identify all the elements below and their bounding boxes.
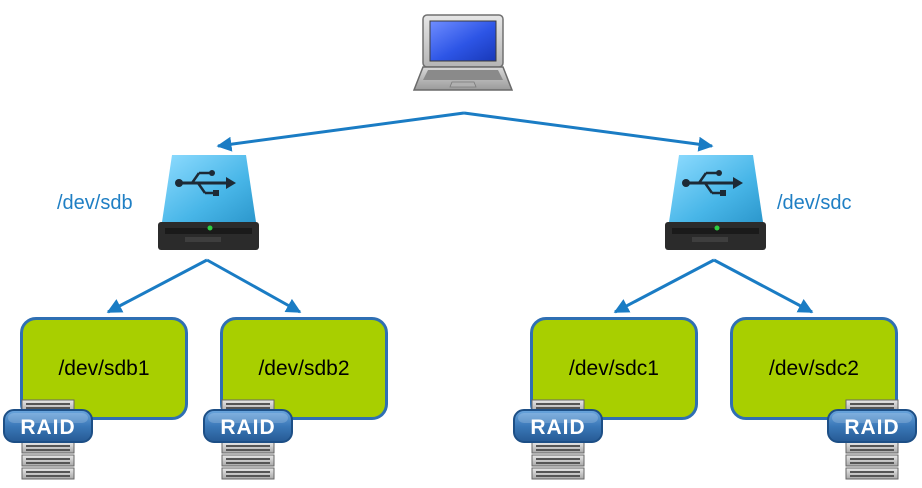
arrow-sdc-to-sdc2 [713,258,814,314]
raid-storage-icon: RAID [513,399,603,480]
partition-label: /dev/sdc1 [569,356,659,380]
arrow-sdb-to-sdb1 [106,258,208,314]
raid-badge-label: RAID [20,416,75,439]
partition-label: /dev/sdb1 [58,356,150,380]
arrow-sdb-to-sdb2 [206,258,302,314]
raid-badge-label: RAID [844,416,899,439]
arrow-sdc-to-sdc1 [613,258,715,314]
arrow-host-to-sdb [216,111,465,152]
partition-label: /dev/sdb2 [258,356,350,380]
disk-label-sdc: /dev/sdc [777,192,852,214]
raid-badge-label: RAID [220,416,275,439]
raid-storage-icon: RAID [827,399,917,480]
partition-box-sdb2: /dev/sdb2 [220,317,388,420]
arrow-host-to-sdc [463,111,714,152]
partition-label: /dev/sdc2 [769,356,859,380]
disk-label-sdb: /dev/sdb [57,192,133,214]
raid-storage-icon: RAID [203,399,293,480]
raid-badge-label: RAID [530,416,585,439]
raid-storage-icon: RAID [3,399,93,480]
